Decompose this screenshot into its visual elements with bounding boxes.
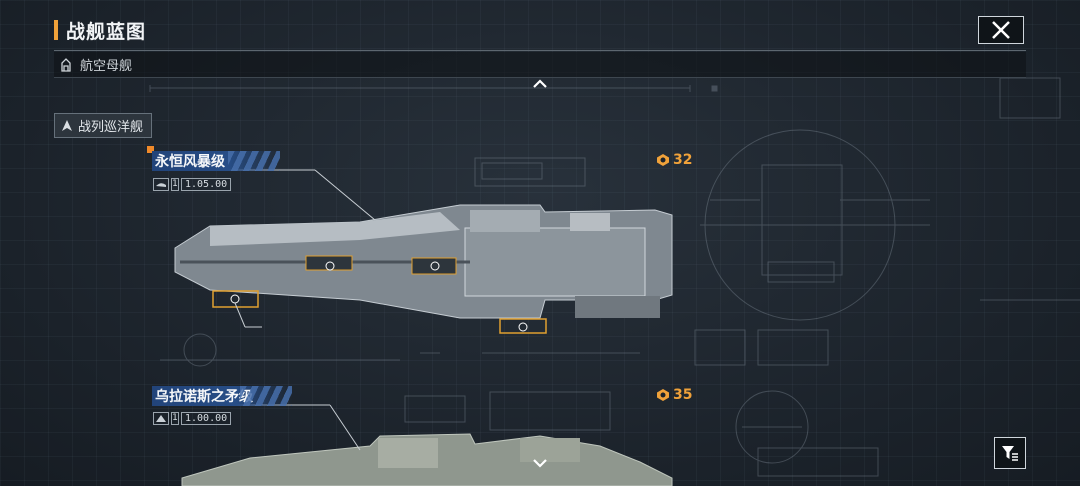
ship-name-plate[interactable]: 永恒风暴级 <box>152 151 280 171</box>
cost-value: 32 <box>673 152 693 168</box>
ship-version: 1.00.00 <box>181 411 232 425</box>
header-divider <box>54 50 1026 51</box>
ship-cost: 35 <box>656 387 692 403</box>
cost-icon <box>657 154 669 166</box>
battlecruiser-icon <box>62 119 72 131</box>
scroll-down-button[interactable] <box>531 458 549 470</box>
category-selector[interactable]: 航空母舰 <box>54 52 1026 78</box>
ship-cost: 32 <box>656 152 692 168</box>
ship-level-row: 1 1.05.00 <box>153 177 232 191</box>
chevron-up-icon <box>533 79 547 88</box>
name-plate-stripes <box>228 151 280 171</box>
ship-level-row: 1 1.00.00 <box>153 411 232 425</box>
cost-value: 35 <box>673 387 693 403</box>
ship-level: 1 <box>171 177 179 191</box>
filter-icon <box>1002 446 1018 461</box>
subcategory-button[interactable]: 战列巡洋舰 <box>54 113 152 138</box>
title-accent <box>54 20 58 40</box>
chevron-down-icon <box>533 459 547 468</box>
close-button[interactable] <box>978 16 1024 44</box>
carrier-icon <box>60 57 72 72</box>
scroll-up-button[interactable] <box>531 79 549 91</box>
hull-type-icon <box>153 411 169 425</box>
ship-name: 乌拉诺斯之矛级 <box>155 389 253 405</box>
page-title-bar: 战舰蓝图 <box>54 16 146 44</box>
hull-type-icon <box>153 177 169 191</box>
name-plate-stripes <box>240 386 292 406</box>
ship-name-plate[interactable]: 乌拉诺斯之矛级 <box>152 386 292 406</box>
ship-1-model <box>174 169 673 334</box>
ship-2-model <box>181 404 673 486</box>
cost-icon <box>657 389 669 401</box>
ship-name: 永恒风暴级 <box>155 154 225 170</box>
ship-level: 1 <box>171 411 179 425</box>
close-icon <box>992 21 1010 39</box>
subcategory-label: 战列巡洋舰 <box>78 120 144 135</box>
page-title: 战舰蓝图 <box>66 20 147 43</box>
category-label: 航空母舰 <box>80 59 133 74</box>
ship-version: 1.05.00 <box>181 177 232 191</box>
filter-button[interactable] <box>994 437 1026 469</box>
new-indicator <box>147 146 154 153</box>
